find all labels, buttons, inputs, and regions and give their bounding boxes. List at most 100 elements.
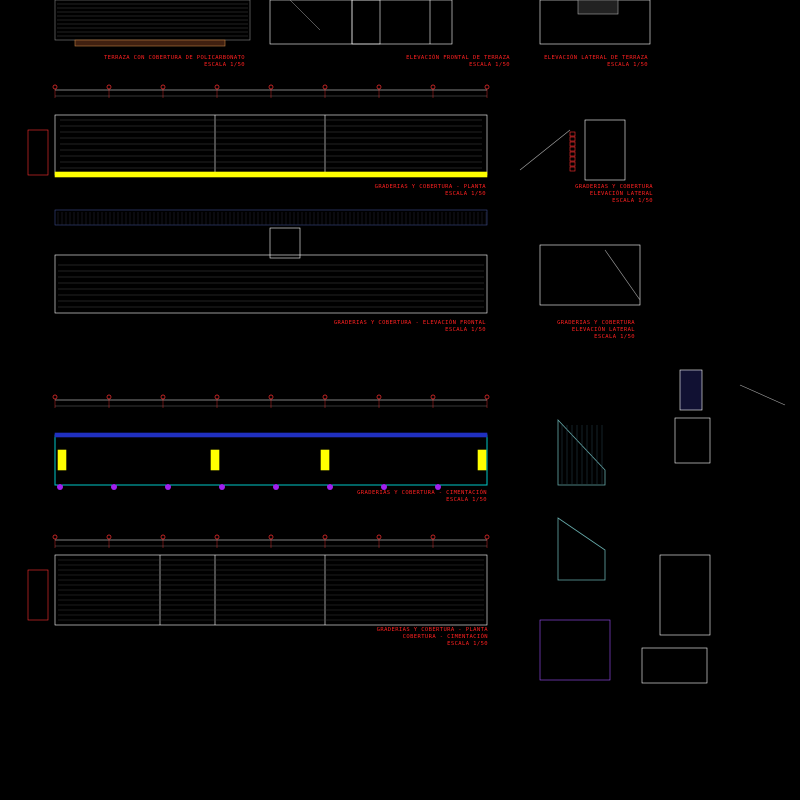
grid-axis-marker	[484, 394, 490, 400]
roof-plan	[54, 554, 488, 626]
grid-axis-marker	[268, 394, 274, 400]
column-footing	[210, 449, 220, 471]
stair	[289, 0, 321, 31]
grid-axis-marker	[214, 534, 220, 540]
grid-axis-marker	[52, 84, 58, 90]
title-line: ESCALA 1/50	[612, 198, 653, 204]
grid-axis-marker	[52, 394, 58, 400]
grid-axis-marker	[322, 84, 328, 90]
grid-axis-marker	[268, 534, 274, 540]
grid-axis-marker	[160, 84, 166, 90]
title-line: ELEVACIÓN LATERAL DE TERRAZA	[544, 55, 648, 61]
grid-axis-marker	[376, 394, 382, 400]
stair	[604, 249, 641, 301]
footing-marker	[111, 484, 117, 490]
section-detail	[539, 619, 611, 681]
terrace-edge	[74, 39, 226, 47]
detail-sheet	[679, 369, 703, 411]
grid-axis-marker	[106, 534, 112, 540]
bleachers-front-elevation	[54, 254, 488, 314]
detail-table	[674, 417, 711, 464]
bleachers-plan	[54, 114, 488, 176]
foundation-plan	[54, 434, 488, 486]
title-line: ESCALA 1/50	[447, 641, 488, 647]
footing-marker	[327, 484, 333, 490]
grid-axis-marker	[268, 84, 274, 90]
column-footing	[57, 449, 67, 471]
grid-axis-marker	[52, 534, 58, 540]
grid-axis-marker	[430, 534, 436, 540]
roof-elevation	[54, 209, 488, 226]
grid-axis-marker	[430, 84, 436, 90]
grid-axis-marker	[484, 534, 490, 540]
footing-marker	[435, 484, 441, 490]
grid-axis-marker	[106, 394, 112, 400]
title-line: ESCALA 1/50	[204, 62, 245, 68]
grid-axis-marker	[484, 84, 490, 90]
title-line: GRADERIAS Y COBERTURA	[557, 320, 635, 326]
stair-section-detail	[557, 418, 606, 486]
detail-line	[739, 384, 786, 406]
footing-marker	[219, 484, 225, 490]
entrance-arch	[269, 227, 301, 259]
step-marker	[569, 141, 576, 147]
beam-blue	[54, 432, 488, 438]
footing-marker	[165, 484, 171, 490]
title-line: GRADERIAS Y COBERTURA - PLANTA	[374, 184, 486, 190]
step-marker	[569, 156, 576, 162]
grid-axis-marker	[214, 394, 220, 400]
title-line: ESCALA 1/50	[607, 62, 648, 68]
title-line: ESCALA 1/50	[445, 191, 486, 197]
grid-axis-marker	[376, 84, 382, 90]
grid-axis-marker	[322, 394, 328, 400]
step-marker	[569, 146, 576, 152]
grid-axis-marker	[322, 534, 328, 540]
title-line: ESCALA 1/50	[594, 334, 635, 340]
step-marker	[569, 136, 576, 142]
footing-marker	[273, 484, 279, 490]
stair	[519, 129, 571, 171]
step-marker	[569, 166, 576, 172]
title-line: GRADERIAS Y COBERTURA - PLANTA	[376, 627, 488, 633]
terrace-side-elevation	[539, 0, 651, 45]
column-detail	[659, 554, 711, 636]
footing-marker	[57, 484, 63, 490]
title-line: ELEVACIÓN LATERAL	[589, 191, 653, 197]
title-line: ELEVACIÓN FRONTAL DE TERRAZA	[406, 55, 510, 61]
window	[577, 0, 619, 15]
legend-table	[641, 647, 708, 684]
grid-axis-marker	[160, 534, 166, 540]
title-graderias-elevacion-frontal: GRADERIAS Y COBERTURA - ELEVACIÓN FRONTA…	[330, 320, 486, 334]
grid-axis-marker	[160, 394, 166, 400]
title-line: GRADERIAS Y COBERTURA - ELEVACIÓN FRONTA…	[333, 320, 486, 326]
dim-box	[27, 569, 49, 621]
footing-marker	[381, 484, 387, 490]
stair-section-detail	[557, 517, 606, 581]
title-line: GRADERIAS Y COBERTURA	[575, 184, 653, 190]
column-footing	[477, 449, 487, 471]
grid-axis-marker	[376, 534, 382, 540]
side-elevation-2	[539, 244, 641, 306]
cad-rect	[351, 0, 453, 45]
title-line: COBERTURA - CIMENTACIÓN	[402, 634, 488, 640]
step-marker	[569, 151, 576, 157]
grid-axis-marker	[106, 84, 112, 90]
side-elevation	[584, 119, 626, 181]
grid-axis-marker	[214, 84, 220, 90]
title-line: ESCALA 1/50	[469, 62, 510, 68]
column-footing	[320, 449, 330, 471]
grid-axis-marker	[430, 394, 436, 400]
title-line: ELEVACIÓN LATERAL	[571, 327, 635, 333]
terrace-front-elevation	[269, 0, 381, 45]
step-marker	[569, 161, 576, 167]
dim-box	[27, 129, 49, 176]
